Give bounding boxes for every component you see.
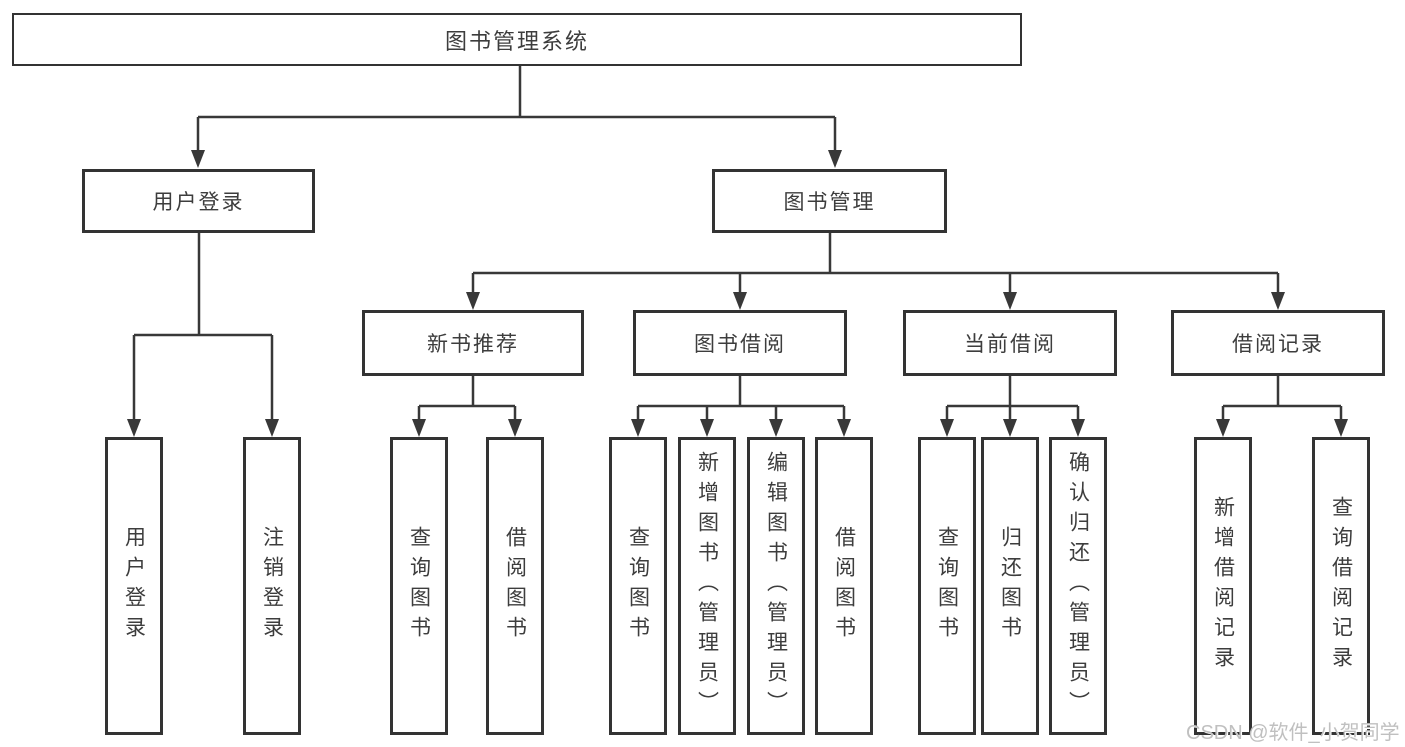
leaf-confirm-return-admin: 确认归还（管理员） [1049,437,1107,735]
node-label: 图书借阅 [694,333,786,356]
leaf-add-borrow-record: 新增借阅记录 [1194,437,1252,735]
leaf-label: 注销登录 [260,526,284,646]
leaf-label: 确认归还（管理员） [1066,451,1090,721]
leaf-return-books: 归还图书 [981,437,1039,735]
node-book-management: 图书管理 [712,169,947,233]
leaf-label: 查询借阅记录 [1329,496,1353,676]
node-library-management-system: 图书管理系统 [12,13,1022,66]
leaf-label: 用户登录 [122,526,146,646]
node-new-book-recommend: 新书推荐 [362,310,584,376]
leaf-add-book-admin: 新增图书（管理员） [678,437,736,735]
node-label: 当前借阅 [964,333,1056,356]
leaf-user-login: 用户登录 [105,437,163,735]
leaf-label: 编辑图书（管理员） [764,451,788,721]
csdn-watermark: CSDN @软件_小贺同学 [1186,722,1400,744]
leaf-label: 借阅图书 [832,526,856,646]
leaf-label: 查询图书 [626,526,650,646]
leaf-label: 查询图书 [935,526,959,646]
leaf-edit-book-admin: 编辑图书（管理员） [747,437,805,735]
node-label: 新书推荐 [427,333,519,356]
leaf-label: 新增借阅记录 [1211,496,1235,676]
arrowhead-icons [127,150,1348,437]
node-label: 图书管理系统 [444,28,589,54]
leaf-label: 归还图书 [998,526,1022,646]
node-current-borrow: 当前借阅 [903,310,1117,376]
node-user-login: 用户登录 [82,169,315,233]
leaf-query-books-current: 查询图书 [918,437,976,735]
node-label: 图书管理 [783,191,876,214]
node-label: 用户登录 [152,191,245,214]
leaf-label: 新增图书（管理员） [695,451,719,721]
leaf-label: 借阅图书 [503,526,527,646]
leaf-borrow-books-recommend: 借阅图书 [486,437,544,735]
node-label: 借阅记录 [1232,333,1324,356]
node-borrow-records: 借阅记录 [1171,310,1385,376]
node-book-borrow: 图书借阅 [633,310,847,376]
leaf-query-books-recommend: 查询图书 [390,437,448,735]
leaf-label: 查询图书 [407,526,431,646]
leaf-query-borrow-record: 查询借阅记录 [1312,437,1370,735]
leaf-query-books-borrow: 查询图书 [609,437,667,735]
leaf-borrow-books: 借阅图书 [815,437,873,735]
leaf-logout: 注销登录 [243,437,301,735]
